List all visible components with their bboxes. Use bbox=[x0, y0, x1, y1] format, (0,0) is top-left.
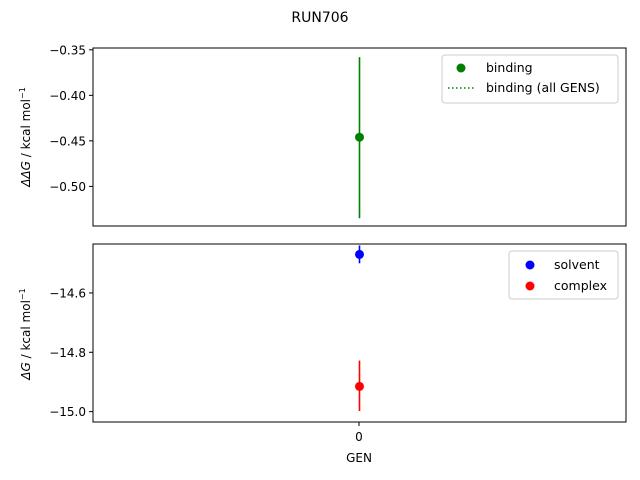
legend-solvent-marker bbox=[525, 260, 535, 270]
top-marks bbox=[355, 57, 364, 219]
top-ylabel-rest: / kcal mol bbox=[19, 99, 33, 161]
top-legend-box bbox=[441, 54, 619, 104]
bottom-ylabel-rest: / kcal mol bbox=[19, 300, 33, 362]
top-ylabel-sup: −1 bbox=[18, 87, 27, 99]
complex-point bbox=[355, 381, 364, 391]
top-ytick-label: −0.50 bbox=[49, 180, 86, 194]
legend-binding-marker bbox=[456, 63, 466, 73]
bottom-ytick-label: −15.0 bbox=[49, 405, 86, 419]
top-ylabel-main: ΔΔG bbox=[19, 161, 33, 188]
figure-title: RUN706 bbox=[291, 10, 348, 26]
legend-solvent-label: solvent bbox=[554, 257, 600, 272]
top-plot-frame bbox=[92, 47, 627, 227]
legend-complex-marker bbox=[525, 281, 535, 291]
top-ytick-label: −0.45 bbox=[49, 134, 86, 148]
bottom-marks bbox=[355, 245, 364, 412]
bottom-ytick-label: −14.8 bbox=[49, 346, 86, 360]
top-ylabel: ΔΔG / kcal mol−1 bbox=[18, 87, 33, 188]
top-yticks: −0.35 −0.40 −0.45 −0.50 bbox=[49, 43, 93, 194]
bottom-ylabel-main: ΔG bbox=[19, 362, 33, 381]
top-ytick-label: −0.35 bbox=[49, 43, 86, 57]
top-panel: ΔΔG / kcal mol−1 −0.35 −0.40 −0.45 −0.50 bi… bbox=[18, 43, 627, 227]
bottom-ytick-label: −14.6 bbox=[49, 286, 86, 300]
binding-point bbox=[355, 132, 364, 142]
legend-binding-all-label: binding (all GENS) bbox=[486, 80, 600, 95]
bottom-ylabel: ΔG / kcal mol−1 bbox=[18, 288, 33, 380]
bottom-legend-box bbox=[508, 250, 619, 300]
bottom-legend: solvent complex bbox=[508, 250, 619, 300]
bottom-xtick-0-label: 0 bbox=[355, 430, 363, 444]
solvent-point bbox=[355, 249, 364, 259]
bottom-xlabel: GEN bbox=[346, 451, 372, 465]
bottom-panel: ΔG / kcal mol−1 −14.6 −14.8 −15.0 0 GEN so… bbox=[18, 243, 627, 465]
top-ytick-label: −0.40 bbox=[49, 89, 86, 103]
legend-binding-label: binding bbox=[486, 60, 533, 75]
bottom-ylabel-sup: −1 bbox=[18, 288, 27, 300]
top-legend: binding binding (all GENS) bbox=[441, 54, 619, 104]
bottom-yticks: −14.6 −14.8 −15.0 bbox=[49, 286, 93, 419]
legend-complex-label: complex bbox=[554, 278, 607, 293]
